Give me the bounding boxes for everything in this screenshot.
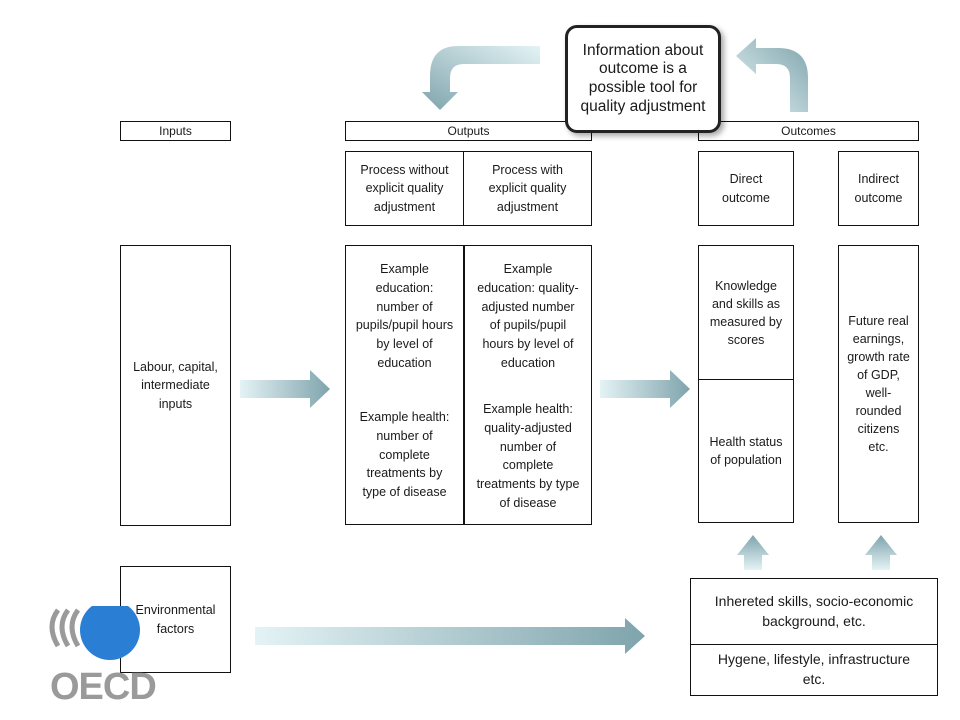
knowledge-line: scores [727, 333, 765, 348]
example-text-line: by level of [376, 337, 433, 351]
future-line: well- [865, 386, 892, 400]
example-text-line: complete [502, 458, 554, 473]
example-text-line: quality-adjusted [484, 420, 572, 435]
example-text-line: of disease [499, 495, 557, 510]
arrow-up-right [865, 535, 897, 570]
process-without-quality-adjustment: Process without explicit quality adjustm… [345, 151, 464, 226]
example-text-line: adjusted number [481, 299, 575, 314]
process-without-line: Process without [360, 163, 449, 178]
future-line: earnings, [852, 331, 905, 346]
oecd-logo-text: OECD [50, 666, 157, 708]
example-text-line: education: quality- [477, 280, 579, 295]
callout-line: possible tool for [588, 79, 698, 96]
future-line: of GDP, [857, 367, 900, 382]
inherited-skills-box: Inhereted skills, socio-economic backgro… [690, 578, 938, 646]
header-outcomes: Outcomes [698, 121, 919, 141]
example-text-line: number of [376, 299, 433, 314]
example-text-line: treatments by type [476, 477, 580, 491]
direct-outcome-line: outcome [722, 190, 770, 205]
arrow-up-left [737, 535, 769, 570]
process-with-line: adjustment [496, 199, 559, 214]
knowledge-skills-box: Knowledge and skills as measured by scor… [698, 245, 794, 381]
example-text-line: education [377, 355, 432, 370]
header-outputs: Outputs [345, 121, 592, 141]
health-status-line: of population [710, 453, 782, 467]
example-text-line: Example health: [483, 402, 573, 416]
arrow-environmental-to-factors [255, 618, 645, 654]
outputs-divider [463, 245, 465, 525]
future-line: rounded [855, 404, 902, 419]
process-with-line: Process with [492, 163, 563, 178]
inputs-line: Labour, capital, [133, 360, 218, 375]
example-text-line: treatments by [366, 466, 443, 481]
header-outcomes-label: Outcomes [781, 124, 836, 138]
inputs-line: intermediate [141, 378, 210, 393]
example-education-without: Example education: number of pupils/pupi… [345, 260, 464, 373]
example-text-line: Example [380, 262, 429, 276]
process-without-line: adjustment [373, 199, 436, 214]
future-earnings-box: Future real earnings, growth rate of GDP… [838, 245, 919, 523]
inherited-line: Inhereted skills, socio-economic [714, 593, 914, 610]
environmental-line: factors [156, 621, 195, 636]
arrow-inputs-to-outputs [240, 370, 330, 408]
header-inputs: Inputs [120, 121, 231, 141]
hygiene-lifestyle-box: Hygene, lifestyle, infrastructure etc. [690, 644, 938, 696]
direct-outcome-box: Direct outcome [698, 151, 794, 226]
example-health-with: Example health: quality-adjusted number … [464, 400, 592, 513]
arrow-outputs-to-outcomes [600, 370, 690, 408]
future-line: Future real [848, 313, 909, 328]
environmental-factors-box: Environmental factors [120, 566, 231, 673]
environmental-line: Environmental [135, 603, 216, 618]
inherited-line: background, etc. [762, 613, 866, 629]
indirect-outcome-line: Indirect [857, 172, 899, 187]
example-text-line: complete [379, 447, 430, 462]
example-text-line: education: [375, 280, 434, 295]
hygiene-line: etc. [802, 671, 826, 687]
arrow-curved-from-outcomes [736, 38, 808, 112]
example-text-line: number of [499, 439, 557, 454]
hygiene-line: Hygene, lifestyle, infrastructure [717, 651, 911, 668]
health-status-box: Health status of population [698, 379, 794, 523]
example-text-line: Example [503, 262, 553, 276]
process-with-line: explicit quality [488, 181, 567, 196]
future-line: citizens [857, 422, 900, 437]
example-text-line: hours by level of [482, 337, 574, 351]
callout-line: quality adjustment [580, 97, 706, 115]
outputs-examples-frame [345, 245, 592, 525]
example-text-line: pupils/pupil hours [355, 318, 454, 333]
arrow-curved-to-outputs [422, 46, 540, 110]
knowledge-line: Knowledge [715, 278, 777, 293]
header-inputs-label: Inputs [159, 124, 192, 138]
indirect-outcome-box: Indirect outcome [838, 151, 919, 226]
inputs-line: inputs [158, 396, 193, 411]
future-line: etc. [868, 440, 889, 455]
knowledge-line: and skills as [711, 296, 781, 311]
callout-line: outcome is a [599, 60, 687, 78]
knowledge-line: measured by [709, 315, 783, 329]
example-education-with: Example education: quality- adjusted num… [464, 260, 592, 373]
direct-outcome-line: Direct [729, 172, 763, 187]
example-text-line: of pupils/pupil [489, 318, 567, 333]
callout-line: Information about [582, 41, 704, 59]
example-text-line: number of [376, 428, 433, 443]
callout-information-about-outcome: Information about outcome is a possible … [565, 25, 721, 133]
inputs-labour-capital-box: Labour, capital, intermediate inputs [120, 245, 231, 526]
example-health-without: Example health: number of complete treat… [345, 408, 464, 502]
oecd-logo-mark [49, 606, 140, 660]
process-without-line: explicit quality [365, 181, 444, 196]
health-status-line: Health status [709, 434, 783, 449]
header-outputs-label: Outputs [447, 124, 490, 138]
example-text-line: Example health: [359, 410, 450, 424]
example-text-line: education [500, 355, 556, 370]
process-with-quality-adjustment: Process with explicit quality adjustment [463, 151, 592, 226]
example-text-line: type of disease [362, 485, 447, 499]
indirect-outcome-line: outcome [854, 190, 903, 205]
future-line: growth rate [847, 349, 910, 364]
